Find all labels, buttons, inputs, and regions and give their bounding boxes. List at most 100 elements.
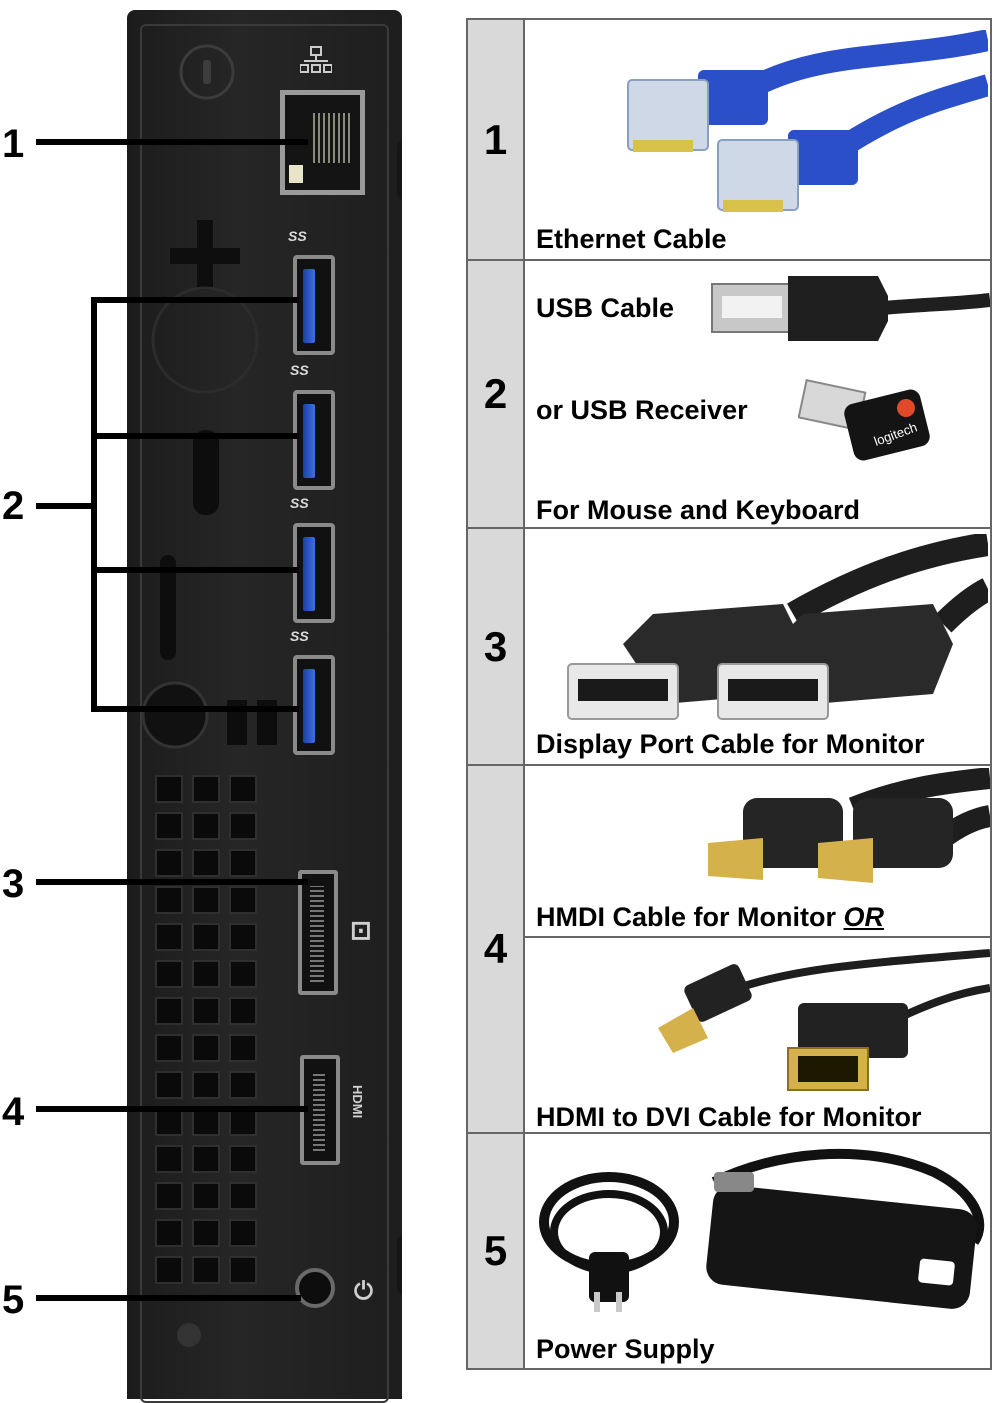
usb-receiver-icon: logitech [798, 378, 930, 461]
vent-slot [192, 997, 220, 1025]
vent-slot [229, 960, 257, 988]
displayport-cable-icon [567, 534, 988, 720]
network-icon [300, 46, 332, 73]
vent-slot [192, 775, 220, 803]
vent-slot [229, 1034, 257, 1062]
vent-slot [192, 849, 220, 877]
legend-row-5: 5 Power Supply [468, 1134, 990, 1368]
row-number: 2 [468, 261, 525, 527]
hdmi-port [300, 1055, 340, 1165]
vent-slot [192, 1182, 220, 1210]
vent-slot [229, 1071, 257, 1099]
vent-slot [192, 812, 220, 840]
usb-port-2 [293, 390, 335, 490]
vent-slot [155, 1256, 183, 1284]
caption-power-supply: Power Supply [536, 1334, 715, 1364]
vent-slot [192, 923, 220, 951]
usb-cable-icon [711, 276, 990, 341]
vent-slot [192, 960, 220, 988]
legend-row-1: 1 Ethernet Cable [468, 20, 990, 261]
vent-slot [192, 1219, 220, 1247]
row-number: 3 [468, 529, 525, 764]
vent-slot [155, 923, 183, 951]
callout-line-3 [36, 879, 308, 885]
legend-row-3: 3 Display Port Cable for Monitor [468, 529, 990, 766]
vent-slot [229, 1256, 257, 1284]
vent-slot [229, 849, 257, 877]
vent-slot [229, 1182, 257, 1210]
vent-slot [155, 1145, 183, 1173]
vent-slot [155, 849, 183, 877]
vent-slot [192, 1108, 220, 1136]
caption-hdmi: HMDI Cable for Monitor OR [536, 902, 884, 932]
displayport-icon: ⊡ [350, 915, 372, 945]
caption-displayport: Display Port Cable for Monitor [536, 729, 925, 759]
usb-label: SS [290, 362, 309, 378]
usb-port-1 [293, 255, 335, 355]
power-port [295, 1268, 335, 1308]
caption-usb-cable: USB Cable [536, 293, 675, 323]
power-adapter-icon [539, 1148, 985, 1312]
ethernet-cable-icon [627, 30, 988, 212]
legend-row-4: 4 HMDI Cable for Monitor OR HDMI to DVI … [468, 766, 990, 1134]
vent-slot [155, 775, 183, 803]
plug-icon: ⏻ [354, 1278, 373, 1305]
vent-slot [192, 1256, 220, 1284]
hdmi-icon: HDMI [350, 1085, 365, 1119]
vent-slot [229, 1145, 257, 1173]
vent-slot [229, 997, 257, 1025]
callout-5: 5 [2, 1278, 25, 1322]
vent-slot [155, 1071, 183, 1099]
row-number: 1 [468, 20, 525, 259]
hdmi-dvi-cable-icon [658, 949, 990, 1091]
vent-slot [229, 775, 257, 803]
callout-line-5 [36, 1295, 301, 1301]
usb-port-3 [293, 523, 335, 623]
vent-slot [155, 960, 183, 988]
callout-4: 4 [2, 1090, 25, 1134]
usb-port-4 [293, 655, 335, 755]
vent-slot [192, 1145, 220, 1173]
usb-label: SS [288, 228, 307, 244]
row-number: 4 [468, 766, 525, 1132]
vent-slot [229, 923, 257, 951]
vent-slot [155, 1182, 183, 1210]
caption-ethernet: Ethernet Cable [536, 224, 727, 254]
caption-usb-receiver: or USB Receiver [536, 395, 748, 425]
cable-legend-table: 1 Ethernet Cable 2 USB Cable or USB Rece… [466, 18, 992, 1370]
vent-slot [155, 812, 183, 840]
callout-bracket-2 [91, 297, 97, 712]
vent-slot [229, 886, 257, 914]
caption-hdmi-dvi: HDMI to DVI Cable for Monitor [536, 1102, 922, 1132]
row-4-divider [525, 936, 990, 938]
vent-slot [192, 886, 220, 914]
displayport-port [298, 870, 338, 995]
vent-slot [155, 1034, 183, 1062]
legend-row-2: 2 USB Cable or USB Receiver logitech For… [468, 261, 990, 529]
vent-slot [192, 1071, 220, 1099]
callout-line-4 [36, 1106, 308, 1112]
callout-1: 1 [2, 122, 25, 166]
case-details [141, 44, 402, 1347]
callout-branch [91, 567, 299, 573]
vent-slot [229, 812, 257, 840]
row-number: 5 [468, 1134, 525, 1368]
vent-slot [155, 997, 183, 1025]
vent-slot [229, 1219, 257, 1247]
usb-label: SS [290, 628, 309, 644]
vent-slot [155, 1108, 183, 1136]
caption-mouse-keyboard: For Mouse and Keyboard [536, 495, 861, 525]
callout-line-1 [36, 139, 308, 145]
callout-2: 2 [2, 484, 25, 528]
vent-slot [155, 886, 183, 914]
callout-line-2 [36, 503, 96, 509]
vent-slot [229, 1108, 257, 1136]
callout-3: 3 [2, 862, 25, 906]
usb-label: SS [290, 495, 309, 511]
caption-or: OR [843, 902, 884, 932]
vent-slot [155, 1219, 183, 1247]
callout-branch [91, 433, 299, 439]
callout-branch [91, 297, 299, 303]
hdmi-cable-icon [708, 768, 990, 883]
callout-branch [91, 706, 299, 712]
